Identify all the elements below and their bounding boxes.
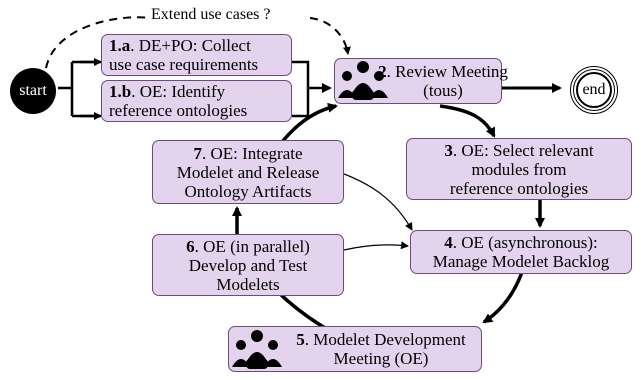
step-1b-line2: reference ontologies (109, 101, 248, 120)
join-connector (292, 60, 330, 118)
step-1a-number: 1.a (109, 36, 131, 55)
step-5-line1: . Modelet Development (304, 330, 466, 349)
step-7-box: 7. OE: Integrate Modelet and Release Ont… (152, 140, 344, 204)
group-people-icon-2 (232, 330, 282, 369)
step-5-number: 5 (296, 330, 305, 349)
step-7-line1: . OE: Integrate (201, 143, 303, 163)
group-people-icon (338, 61, 388, 100)
step-1b-box: 1.b. OE: Identify reference ontologies (101, 80, 292, 122)
step-2-line2: (tous) (423, 81, 463, 100)
step-7-number: 7 (193, 143, 202, 163)
step-3-line3: reference ontologies (449, 178, 589, 198)
step-4-line1: . OE (asynchronous): (452, 233, 598, 252)
step-3-box: 3. OE: Select relevant modules from refe… (406, 138, 632, 200)
step-4-box: 4. OE (asynchronous): Manage Modelet Bac… (410, 230, 632, 274)
arrow-7-2 (280, 102, 338, 144)
step-7-line2: Modelet and Release (176, 162, 320, 182)
arrow-4-5 (482, 271, 524, 324)
arrow-6-4 (343, 241, 409, 251)
step-3-line1: . OE: Select relevant (452, 140, 594, 160)
step-4-number: 4 (444, 233, 453, 252)
step-1b-number: 1.b (109, 82, 132, 101)
step-1a-box: 1.a. DE+PO: Collect use case requirement… (101, 34, 292, 76)
step-6-line2: Develop and Test (188, 255, 308, 275)
start-label: start (19, 82, 47, 99)
step-7-line3: Ontology Artifacts (184, 181, 312, 201)
step-6-line1: . OE (in parallel) (194, 236, 310, 256)
arrow-2-3 (439, 104, 496, 138)
step-1b-line1: . OE: Identify (131, 82, 226, 101)
step-1a-line2: use case requirements (109, 55, 259, 74)
step-6-line3: Modelets (216, 274, 280, 294)
extend-loop-arrow (45, 16, 348, 69)
step-2-number: 2 (378, 62, 387, 81)
step-5-line2: Meeting (OE) (333, 349, 429, 368)
step-3-line2: modules from (471, 159, 567, 179)
step-6-box: 6. OE (in parallel) Develop and Test Mod… (152, 234, 344, 296)
step-6-number: 6 (186, 236, 195, 256)
step-4-line2: Manage Modelet Backlog (432, 252, 610, 271)
start-node: start (10, 68, 56, 114)
step-1a-line1: . DE+PO: Collect (130, 36, 251, 55)
extend-use-cases-label: Extend use cases ? (151, 6, 271, 23)
start-fork-connector (58, 60, 100, 118)
step-3-number: 3 (444, 140, 453, 160)
step-2-line1: . Review Meeting (386, 62, 508, 81)
end-node: end (570, 66, 618, 114)
end-label: end (582, 81, 606, 98)
